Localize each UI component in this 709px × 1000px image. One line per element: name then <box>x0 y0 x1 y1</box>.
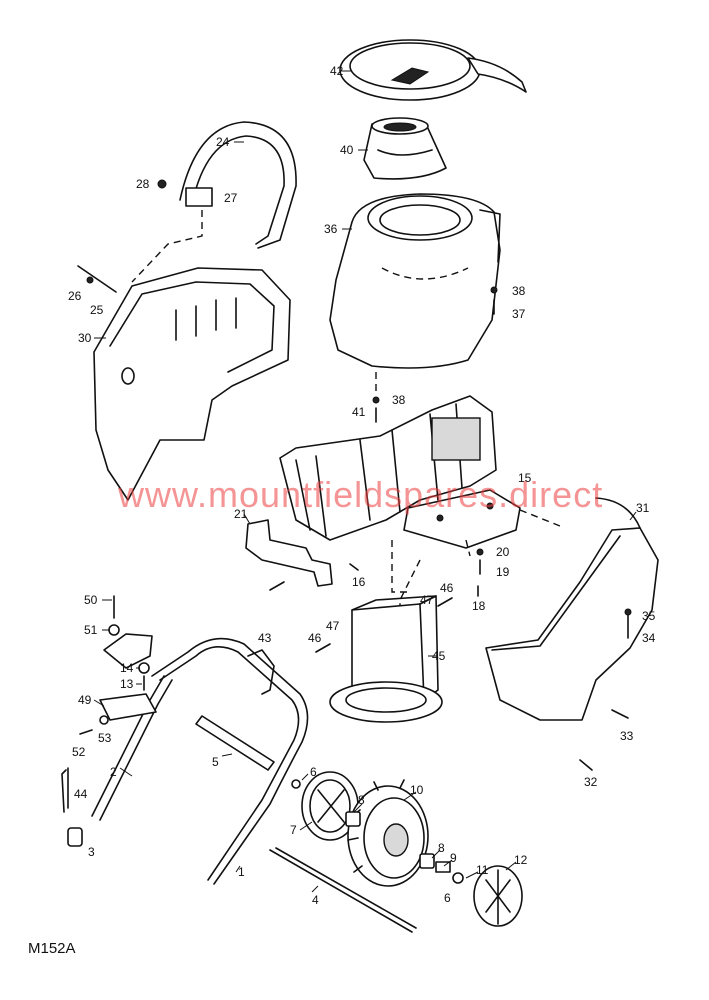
callout-33: 33 <box>620 729 634 743</box>
part-handle-bar <box>131 121 297 283</box>
callout-20: 20 <box>496 545 510 559</box>
callout-15: 15 <box>518 471 532 485</box>
callout-leaders <box>93 599 517 893</box>
callout-49: 49 <box>78 693 92 707</box>
callout-43: 43 <box>258 631 272 645</box>
part-chute-45 <box>329 595 443 723</box>
part-frame <box>91 637 309 885</box>
part-bracket-21 <box>243 513 333 587</box>
callout-34: 34 <box>642 631 656 645</box>
callout-31: 31 <box>636 501 650 515</box>
callout-13: 13 <box>120 677 134 691</box>
callout-11: 11 <box>476 863 489 877</box>
callout-52: 52 <box>72 745 86 759</box>
callout-32: 32 <box>584 775 598 789</box>
part-hub-cap <box>473 865 523 927</box>
callout-7: 7 <box>290 823 297 837</box>
callout-47b: 47 <box>326 619 340 633</box>
callout-5: 5 <box>212 755 219 769</box>
part-wheel-tyre <box>347 779 429 887</box>
part-clip-43 <box>247 649 275 695</box>
part-axle-rod <box>269 847 417 933</box>
callout-21: 21 <box>234 507 248 521</box>
callout-12: 12 <box>514 853 528 867</box>
part-bracket-49 <box>99 633 157 721</box>
part-mounting-plate <box>403 489 521 549</box>
callout-30: 30 <box>78 331 92 345</box>
callout-10: 10 <box>410 783 424 797</box>
callout-26: 26 <box>68 289 82 303</box>
callout-46b: 46 <box>308 631 322 645</box>
callout-8a: 8 <box>358 793 365 807</box>
callout-45: 45 <box>432 649 446 663</box>
hopper-screws <box>372 286 498 423</box>
diagram-code: M152A <box>28 940 76 957</box>
part-axle-tube <box>195 715 275 771</box>
callout-51: 51 <box>84 623 98 637</box>
part-end-cap <box>67 827 83 847</box>
callout-labels: 42 40 24 28 27 36 26 25 30 38 37 38 41 1… <box>68 64 656 907</box>
callout-24: 24 <box>216 135 230 149</box>
part-hopper-body <box>329 193 501 369</box>
part-allen-key-44 <box>61 767 69 813</box>
part-motor-assembly <box>279 395 497 541</box>
part-left-cover <box>93 267 291 501</box>
callout-38b: 38 <box>392 393 406 407</box>
callout-46a: 46 <box>440 581 454 595</box>
callout-37: 37 <box>512 307 526 321</box>
hub-fixings <box>291 779 464 884</box>
callout-28: 28 <box>136 177 150 191</box>
callout-6b: 6 <box>444 891 451 905</box>
callout-2: 2 <box>110 765 117 779</box>
callout-35: 35 <box>642 609 656 623</box>
callout-42: 42 <box>330 64 344 78</box>
callout-27: 27 <box>224 191 238 205</box>
callout-47a: 47 <box>420 593 434 607</box>
callout-6a: 6 <box>310 765 317 779</box>
part-screw-25 <box>77 265 117 293</box>
callout-8b: 8 <box>438 841 445 855</box>
frame-fixings <box>79 595 150 735</box>
callout-4: 4 <box>312 893 319 907</box>
callout-9: 9 <box>450 851 457 865</box>
callout-14: 14 <box>120 661 134 675</box>
part-hopper-lid <box>339 39 527 101</box>
callout-38a: 38 <box>512 284 526 298</box>
callout-53: 53 <box>98 731 112 745</box>
callout-40: 40 <box>340 143 354 157</box>
callout-16: 16 <box>352 575 366 589</box>
callout-50: 50 <box>84 593 98 607</box>
callout-18: 18 <box>472 599 486 613</box>
callout-19: 19 <box>496 565 510 579</box>
screws-34-35 <box>624 608 632 639</box>
callout-41: 41 <box>352 405 366 419</box>
callout-36: 36 <box>324 222 338 236</box>
screws-right-cover <box>579 709 629 771</box>
callout-44: 44 <box>74 787 88 801</box>
callout-1: 1 <box>238 865 245 879</box>
callout-25: 25 <box>90 303 104 317</box>
callout-3: 3 <box>88 845 95 859</box>
part-right-cover <box>485 497 659 721</box>
part-funnel-insert <box>358 117 447 180</box>
motor-screws <box>269 548 484 653</box>
